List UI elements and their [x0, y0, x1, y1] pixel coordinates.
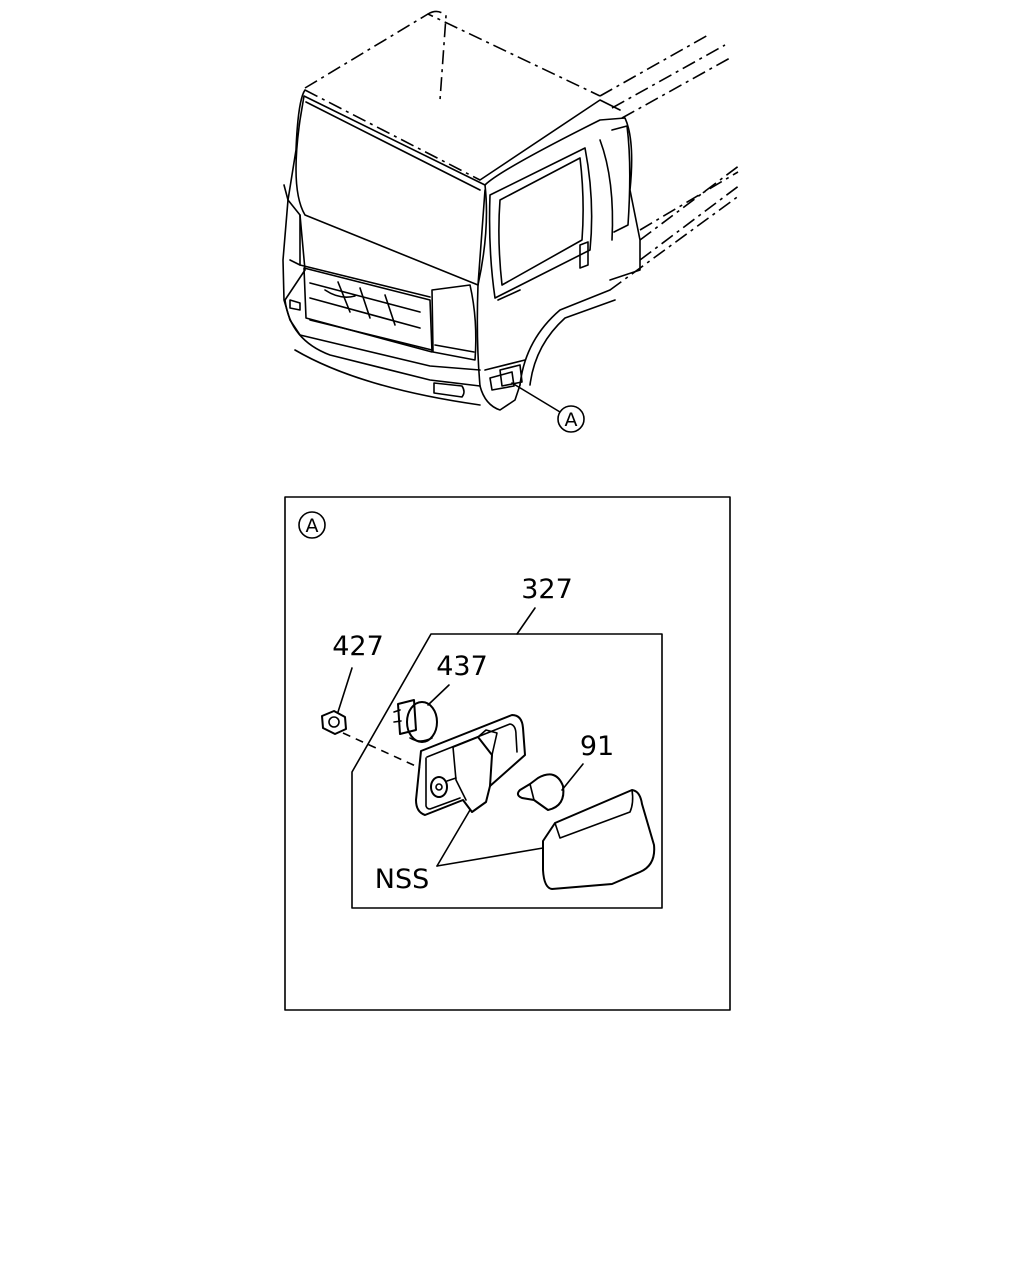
lens-part: [542, 789, 656, 890]
detail-view-letter: A: [306, 515, 319, 537]
part-327-label: 327: [521, 574, 573, 605]
callout-a-label: A: [565, 409, 578, 431]
nss-label: NSS: [375, 864, 429, 895]
truck-cab-illustration: [282, 10, 741, 413]
callout-a: A: [557, 405, 585, 433]
socket-part: [393, 699, 438, 743]
part-91-label: 91: [580, 731, 614, 762]
part-427-label: 427: [332, 631, 384, 662]
nut-part: [321, 710, 347, 735]
detail-view-label: A: [298, 511, 326, 539]
assembly-outline: [351, 633, 663, 909]
detail-view-a: A 327 427 437: [284, 496, 731, 1011]
bulb-part: [516, 773, 565, 811]
part-437-label: 437: [436, 651, 488, 682]
lamp-housing-part: [415, 714, 526, 816]
